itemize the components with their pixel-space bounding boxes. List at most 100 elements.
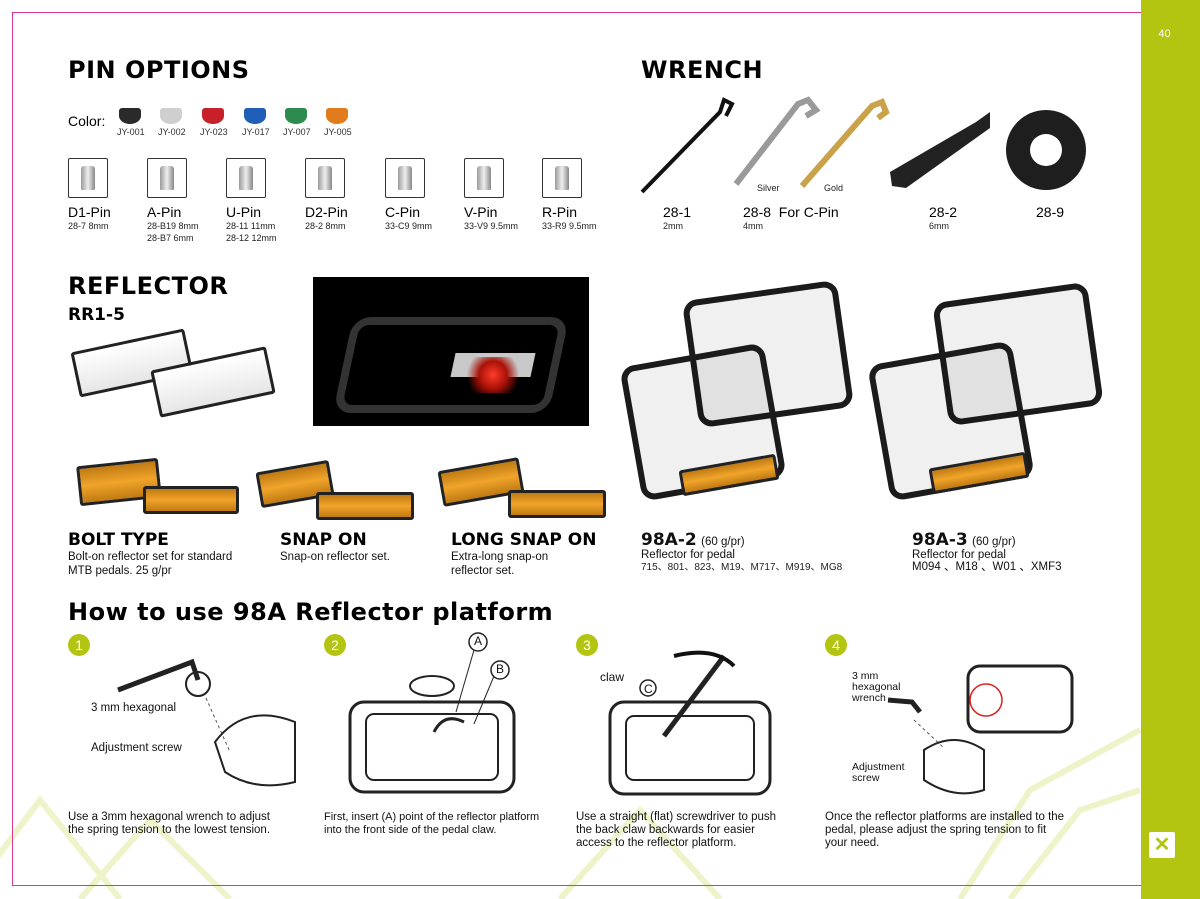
silver-label: Silver: [757, 183, 780, 193]
tool-28-9-image: [1006, 110, 1086, 190]
step-1-text: Use a 3mm hexagonal wrench to adjust: [68, 811, 270, 823]
r-pin-image: [542, 158, 582, 198]
color-swatch: JY-001: [117, 108, 145, 137]
step-number: 3: [576, 634, 598, 656]
wrench-spec: 6mm: [929, 221, 949, 231]
98a-3-title: 98A-3: [912, 530, 968, 550]
d2-pin-image: [305, 158, 345, 198]
98a-3-models: M094 、M18 、W01 、XMF3: [912, 561, 1062, 573]
step-1-text: the spring tension to the lowest tension…: [68, 824, 271, 836]
step-4-label: hexagonal: [852, 681, 901, 693]
reflector-model: RR1-5: [68, 305, 125, 325]
color-swatch: JY-007: [283, 108, 311, 137]
step-1-label: 3 mm hexagonal: [91, 702, 177, 714]
step-4-label: 3 mm: [852, 670, 879, 682]
98a-2-heading: 98A-2 (60 g/pr): [641, 530, 745, 550]
step-3-text: Use a straight (flat) screwdriver to pus…: [576, 811, 777, 823]
98a-3-heading: 98A-3 (60 g/pr): [912, 530, 1016, 550]
bolt-type-reflector-image: [143, 486, 239, 514]
howto-title: How to use 98A Reflector platform: [68, 598, 554, 626]
bolt-type-title: BOLT TYPE: [68, 530, 169, 550]
snap-on-reflector-image: [316, 492, 414, 520]
wrench-28-8-gold-image: [799, 98, 890, 188]
page-number: 40: [1158, 28, 1171, 40]
long-snap-on-desc: Extra-long snap-on: [451, 551, 549, 563]
pin-spec: 28-7 8mm: [68, 221, 109, 231]
step-4-text: pedal, please adjust the spring tension …: [825, 824, 1047, 836]
wrench-spec: 4mm: [743, 221, 763, 231]
pin-spec: 28-11 11mm: [226, 221, 276, 231]
step-2-label-b: B: [496, 662, 505, 676]
pin-spec: 28-B19 8mm: [147, 221, 199, 231]
wrench-code: 28-8 For C-Pin: [743, 204, 839, 220]
step-2-label-a: A: [474, 634, 483, 648]
a-pin-image: [147, 158, 187, 198]
pin-name: D1-Pin: [68, 204, 111, 220]
98a-2-models: 715、801、823、M19、M717、M919、MG8: [641, 562, 843, 573]
gold-label: Gold: [824, 183, 844, 193]
pin-spec: 28-12 12mm: [226, 233, 277, 243]
step-3-label-c: C: [644, 682, 653, 696]
98a-2-weight: (60 g/pr): [701, 536, 745, 548]
d1-pin-image: [68, 158, 108, 198]
step-2-text: First, insert (A) point of the reflector…: [324, 811, 540, 823]
color-label: Color:: [68, 113, 106, 129]
wrench-code: 28-2: [929, 204, 958, 220]
step-4-label: wrench: [852, 692, 886, 704]
color-swatch: JY-002: [158, 108, 186, 137]
bolt-type-desc: MTB pedals. 25 g/pr: [68, 565, 172, 577]
pin-spec: 28-B7 6mm: [147, 233, 194, 243]
pin-name: D2-Pin: [305, 204, 348, 220]
color-swatch: JY-023: [200, 108, 228, 137]
step-4-text: your need.: [825, 837, 880, 849]
color-swatch: JY-017: [242, 108, 270, 137]
pin-name: V-Pin: [464, 204, 498, 220]
pin-name: A-Pin: [147, 204, 182, 220]
reflector-title: REFLECTOR: [68, 272, 229, 300]
wrench-spec: 2mm: [663, 221, 683, 231]
wrench-28-8-silver-image: [733, 96, 821, 186]
98a-2-desc: Reflector for pedal: [641, 549, 735, 561]
wrench-code: 28-9: [1036, 204, 1065, 220]
pin-spec: 33-R9 9.5mm: [542, 221, 597, 231]
tools-icon: ✕: [1149, 832, 1175, 858]
98a-3-weight: (60 g/pr): [972, 536, 1016, 548]
step-1-label: Adjustment screw: [91, 742, 182, 754]
pedal-light-photo: [313, 277, 589, 426]
pin-options-title: PIN OPTIONS: [68, 56, 250, 84]
98a-3-desc: Reflector for pedal: [912, 549, 1006, 561]
98a-2-title: 98A-2: [641, 530, 697, 550]
step-number: 4: [825, 634, 847, 656]
wrench-images: [640, 96, 1086, 194]
long-snap-on-reflector-image: [508, 490, 606, 518]
wrench-code: 28-1: [663, 204, 692, 220]
color-swatch: JY-005: [324, 108, 352, 137]
bolt-type-desc: Bolt-on reflector set for standard: [68, 551, 233, 563]
step-4-label: Adjustment: [852, 761, 905, 773]
step-2-text: into the front side of the pedal claw.: [324, 824, 497, 836]
step-4-illustration: [887, 664, 1074, 795]
step-4-text: Once the reflector platforms are install…: [825, 811, 1065, 823]
u-pin-image: [226, 158, 266, 198]
step-number: 1: [68, 634, 90, 656]
step-2-illustration: [348, 632, 516, 794]
step-3-label-claw: claw: [600, 670, 625, 684]
step-3-text: the back claw backwards for easier: [576, 824, 755, 836]
sidebar: 40 ✕: [1141, 0, 1200, 899]
snap-on-title: SNAP ON: [280, 530, 367, 550]
pin-name: C-Pin: [385, 204, 421, 220]
hex-wrench-28-1-image: [640, 97, 735, 194]
wrench-28-2-image: [890, 112, 990, 188]
long-snap-on-title: LONG SNAP ON: [451, 530, 597, 550]
step-4-label: screw: [852, 772, 880, 784]
pin-name: U-Pin: [226, 204, 262, 220]
long-snap-on-desc: reflector set.: [451, 565, 515, 577]
pin-name: R-Pin: [542, 204, 578, 220]
step-3-illustration: [608, 650, 772, 796]
snap-on-desc: Snap-on reflector set.: [280, 551, 390, 563]
step-number: 2: [324, 634, 346, 656]
pin-spec: 33-V9 9.5mm: [464, 221, 519, 231]
step-3-text: access to the reflector platform.: [576, 837, 737, 849]
pin-spec: 28-2 8mm: [305, 221, 346, 231]
wrench-title: WRENCH: [641, 56, 764, 84]
